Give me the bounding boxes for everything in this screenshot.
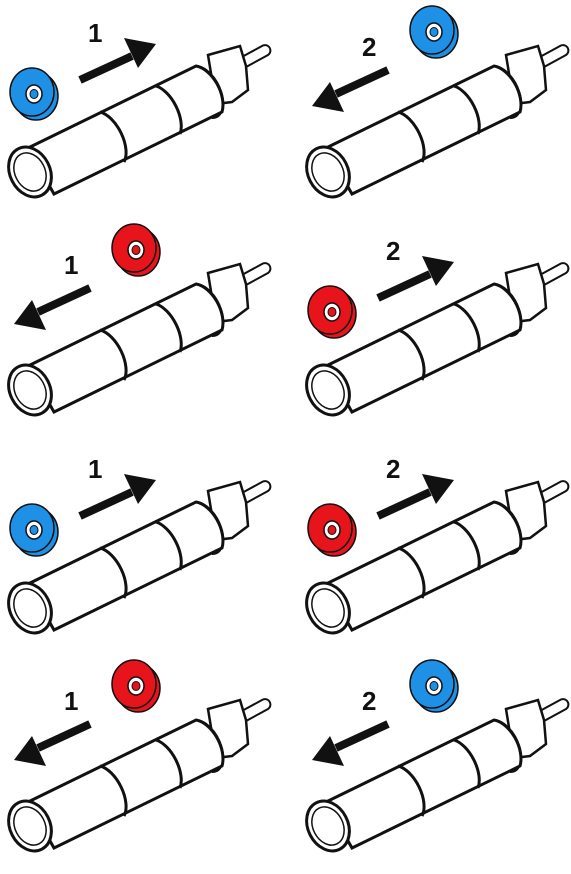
tool-body [0,261,272,424]
arrow-left-icon [14,288,90,330]
red-ring [307,285,357,339]
tool-body [296,261,570,424]
tool-body [0,479,272,642]
panel-r2-c2: 2 [296,236,570,424]
panel-r2-c1: 1 [0,223,272,424]
red-ring [111,223,161,277]
panel-r1-c2: 2 [296,5,570,206]
blue-ring [9,503,59,557]
panel-r4-c1: 1 [0,659,272,860]
tool-body [296,697,570,860]
step-number: 2 [386,454,400,484]
blue-ring [9,67,59,121]
step-number: 2 [362,32,376,62]
blue-ring [409,659,459,713]
step-number: 2 [362,686,376,716]
tool-body [296,43,570,206]
panel-r4-c2: 2 [296,659,570,860]
blue-ring [409,5,459,59]
tool-body [0,43,272,206]
red-ring [111,659,161,713]
panel-r3-c2: 2 [296,454,570,642]
step-number: 2 [386,236,400,266]
arrow-left-icon [14,724,90,766]
step-number: 1 [64,250,78,280]
step-number: 1 [88,454,102,484]
step-number: 1 [88,18,102,48]
red-ring [307,503,357,557]
panel-r3-c1: 1 [0,454,272,642]
tool-body [0,697,272,860]
arrow-left-icon [312,724,388,766]
tool-body [296,479,570,642]
panel-r1-c1: 1 [0,18,272,206]
arrow-left-icon [312,70,388,112]
step-number: 1 [64,686,78,716]
